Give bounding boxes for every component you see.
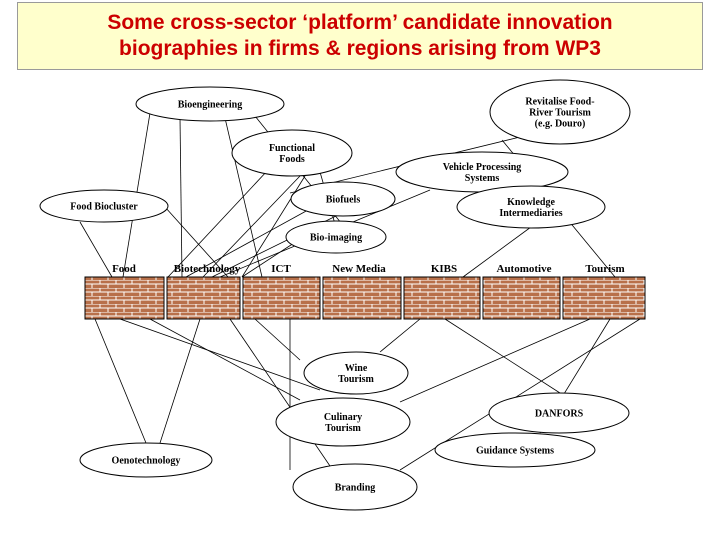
platform-nodes: Bioengineering Revitalise Food-River Tour…: [39, 79, 631, 511]
connector-line: [379, 318, 421, 353]
sector-label-ict: ICT: [271, 263, 291, 275]
connector-line: [185, 209, 309, 278]
connector-line: [164, 206, 229, 278]
connector-line: [159, 318, 201, 444]
platform-ellipse: [489, 79, 631, 145]
connector-line: [202, 175, 301, 278]
brick-segment-new-media: [322, 276, 402, 320]
brick-segment-food: [84, 276, 165, 320]
platform-label: Tourism: [325, 423, 361, 434]
platform-branding: Branding: [292, 463, 418, 511]
platform-label: (e.g. Douro): [535, 119, 586, 130]
platform-ellipse: [488, 392, 630, 434]
platform-label: Biofuels: [326, 195, 361, 206]
brick-segment-tourism: [562, 276, 646, 320]
platform-label: Foods: [279, 154, 305, 165]
brick-segment-biotechnology: [166, 276, 241, 320]
platform-label: Revitalise Food-: [525, 97, 594, 108]
connector-line: [444, 318, 561, 394]
connector-line: [167, 169, 269, 278]
connector-line: [241, 242, 295, 278]
platform-label: Vehicle Processing: [443, 162, 522, 173]
platform-ellipse: [275, 397, 411, 447]
platform-ellipse: [434, 432, 596, 468]
platform-label: Functional: [269, 143, 315, 154]
platform-ellipse: [456, 185, 606, 229]
platform-label: Food Biocluster: [70, 202, 138, 213]
platform-label: DANFORS: [535, 409, 584, 420]
platform-label: Bioengineering: [178, 100, 242, 111]
platform-label: Branding: [335, 483, 376, 494]
platform-label: Oenotechnology: [112, 456, 181, 467]
platform-food-biocluster: Food Biocluster: [39, 189, 169, 223]
platform-ellipse: [79, 442, 213, 478]
connector-line: [179, 117, 183, 278]
sector-label-kibs: KIBS: [431, 263, 457, 275]
platform-label: Systems: [465, 173, 500, 184]
platform-label: Bio-imaging: [310, 233, 362, 244]
platform-ellipse: [231, 129, 353, 177]
platform-label: Knowledge: [507, 197, 555, 208]
sector-wall: [84, 276, 646, 320]
sector-label-food: Food: [112, 263, 136, 275]
platform-ellipse: [292, 463, 418, 511]
sector-label-biotechnology: Biotechnology: [174, 263, 241, 275]
connector-line: [399, 318, 591, 403]
brick-segment-automotive: [482, 276, 561, 320]
platform-ellipse: [39, 189, 169, 223]
sector-labels: Food Biotechnology ICT New Media KIBS Automot…: [112, 263, 625, 275]
sector-label-tourism: Tourism: [585, 263, 624, 275]
connector-line: [79, 221, 113, 278]
platform-biofuels: Biofuels: [290, 181, 396, 217]
platform-oenotechnology: Oenotechnology: [79, 442, 213, 478]
platform-ellipse: [303, 351, 409, 395]
title-line-2: biographies in firms & regions arising f…: [119, 37, 601, 60]
connector-line: [94, 318, 147, 444]
connector-line: [254, 318, 301, 361]
platform-label: Intermediaries: [499, 208, 562, 219]
platform-ellipse: [135, 86, 285, 122]
sector-label-new-media: New Media: [332, 263, 386, 275]
platform-label: Wine: [345, 363, 368, 374]
title-box: Some cross-sector ‘platform’ candidate i…: [17, 2, 703, 70]
platform-ellipse: [290, 181, 396, 217]
platform-label: Culinary: [324, 412, 362, 423]
platform-label: Tourism: [338, 374, 374, 385]
platform-label: Guidance Systems: [476, 446, 554, 457]
platform-guidance-systems: Guidance Systems: [434, 432, 596, 468]
platform-ellipse: [285, 220, 387, 254]
title-line-1: Some cross-sector ‘platform’ candidate i…: [107, 11, 613, 34]
brick-segment-kibs: [403, 276, 481, 320]
brick-segment-ict: [242, 276, 321, 320]
platform-revitalise: Revitalise Food-River Tourism(e.g. Douro…: [489, 79, 631, 145]
sector-label-automotive: Automotive: [497, 263, 552, 275]
platform-bioengineering: Bioengineering: [135, 86, 285, 122]
connector-line: [462, 226, 532, 278]
connector-line: [149, 318, 301, 401]
connector-line: [224, 117, 263, 278]
platform-bio-imaging: Bio-imaging: [285, 220, 387, 254]
connector-line: [119, 318, 321, 391]
platform-danfors: DANFORS: [488, 392, 630, 434]
platform-label: River Tourism: [529, 108, 591, 119]
